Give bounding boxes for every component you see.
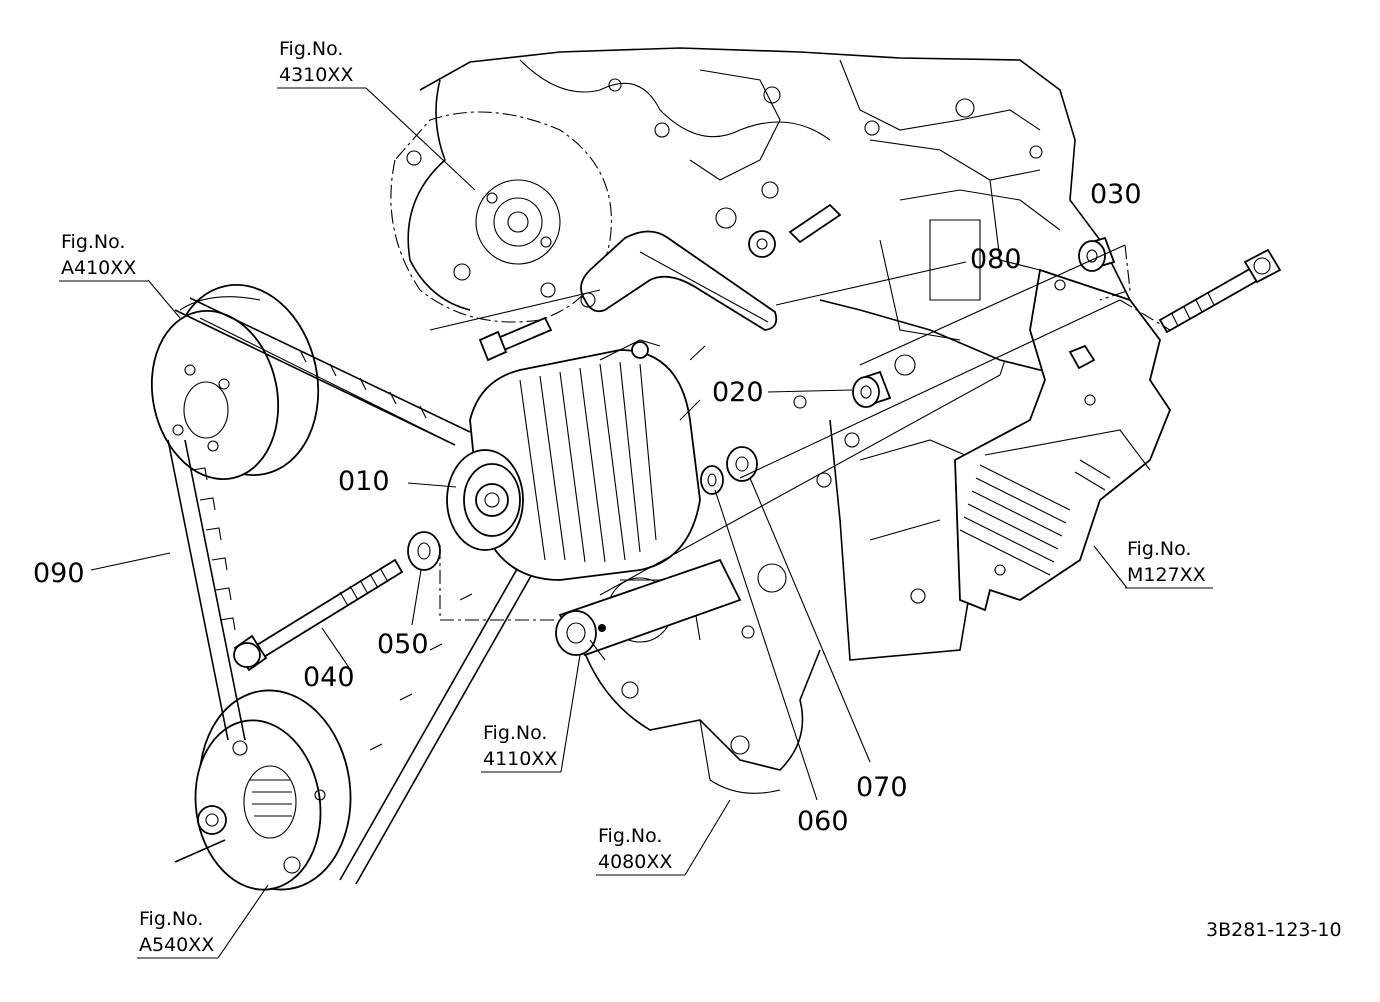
part-label-090: 090 [33,558,85,589]
alternator-fins [519,361,657,563]
pivot-bolt [478,316,553,362]
alternator [446,339,706,581]
fan-belt [167,297,555,885]
svg-text:4310XX: 4310XX [279,64,353,86]
svg-text:Fig.No.: Fig.No. [279,38,343,60]
mounting-spacer [555,558,742,661]
svg-text:Fig.No.: Fig.No. [1127,538,1191,560]
bushing-030 [1078,236,1116,272]
belt-cover-plate [954,268,1172,612]
svg-text:A540XX: A540XX [139,934,214,956]
figure-refs: Fig.No. 4310XX Fig.No. A410XX Fig.No. M1… [59,38,1213,959]
engine-block-drawing [390,47,1131,794]
part-label-010: 010 [338,466,390,497]
svg-text:A410XX: A410XX [61,257,136,279]
svg-text:Fig.No.: Fig.No. [61,231,125,253]
figure-ref-4110: Fig.No. 4110XX [481,722,561,773]
flat-washer [407,531,441,571]
part-label-040: 040 [303,662,355,693]
part-label-030: 030 [1090,179,1142,210]
adjuster-bolt [1158,248,1282,334]
figure-ref-A540: Fig.No. A540XX [137,908,218,959]
guard-slots [959,459,1111,576]
hex-nut [1068,344,1096,370]
lock-washer-060 [700,465,724,495]
figure-ref-4310: Fig.No. 4310XX [277,38,366,89]
drawing-id: 3B281-123-10 [1206,919,1342,941]
svg-text:Fig.No.: Fig.No. [598,825,662,847]
part-label-070: 070 [856,772,908,803]
belt-teeth [191,349,473,751]
bushing-020 [852,370,892,408]
figure-ref-A410: Fig.No. A410XX [59,231,148,282]
svg-text:4110XX: 4110XX [483,748,557,770]
part-label-050: 050 [377,629,429,660]
part-labels: 010 020 030 040 050 060 070 080 090 [33,179,1142,837]
svg-text:4080XX: 4080XX [598,851,672,873]
crank-pulley [174,689,352,891]
svg-text:M127XX: M127XX [1127,564,1206,586]
fan-pulley [150,284,320,481]
part-label-060: 060 [797,806,849,837]
figure-ref-4080: Fig.No. 4080XX [596,825,685,876]
svg-text:Fig.No.: Fig.No. [139,908,203,930]
svg-text:Fig.No.: Fig.No. [483,722,547,744]
nut-070 [726,446,758,482]
part-label-080: 080 [970,244,1022,275]
figure-ref-M127: Fig.No. M127XX [1125,538,1213,589]
assembly-lines [429,244,1171,596]
leader-lines [90,87,1128,959]
part-label-020: 020 [712,377,764,408]
alternator-bolt [233,558,404,672]
